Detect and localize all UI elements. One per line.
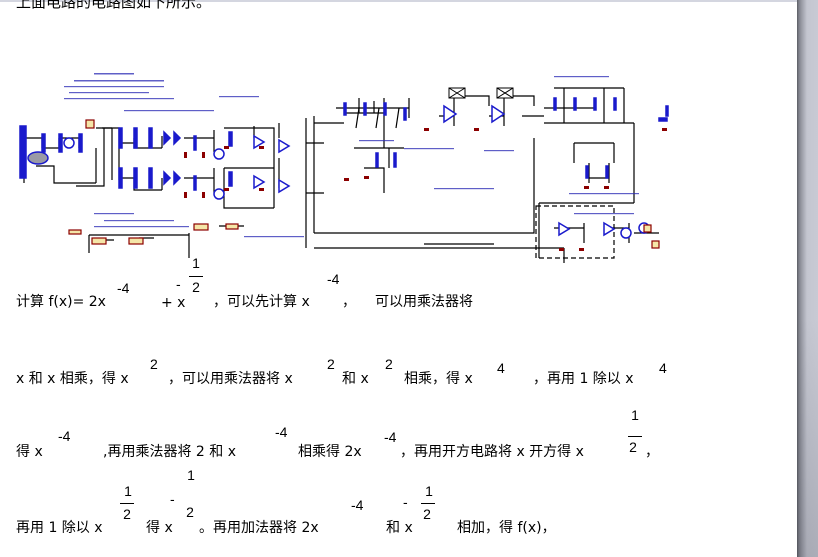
line4-frac2-numerator: 1 <box>187 467 195 483</box>
line1-plus-x: + x <box>161 295 186 311</box>
line3-part5: ， <box>645 444 659 460</box>
page-gutter-edge <box>797 0 818 557</box>
circuit-schematic-figure <box>19 73 669 263</box>
page-top-edge <box>0 0 818 2</box>
line4-part2: 得 x <box>146 520 173 536</box>
line4-exponent-1: -4 <box>351 497 364 513</box>
line3-frac-numerator: 1 <box>631 407 639 423</box>
line4-neg-sign-2: - <box>403 494 408 510</box>
line4-part5: 相加，得 f(x)， <box>457 520 556 536</box>
line4-part3: 。再用加法器将 2x <box>199 520 319 536</box>
line1-frac-numerator: 1 <box>192 255 200 271</box>
lamp-component <box>27 151 49 165</box>
line2-exponent-4: 4 <box>497 360 505 376</box>
line1-suffix: 可以用乘法器将 <box>375 294 473 310</box>
line4-part4: 和 x <box>386 520 413 536</box>
line2-exponent-1: 2 <box>150 356 158 372</box>
line4-frac1-bar <box>120 503 134 504</box>
line3-exponent-2: -4 <box>275 424 288 440</box>
line1-prefix: 计算 f(x)= 2x <box>16 294 106 310</box>
line2-exponent-3: 2 <box>385 356 393 372</box>
line3-exponent-3: -4 <box>384 429 397 445</box>
schematic-multipliers <box>448 87 514 99</box>
line3-part2: ,再用乘法器将 2 和 x <box>103 444 236 460</box>
line4-frac2-denominator: 2 <box>186 504 194 520</box>
line1-frac-denominator: 2 <box>192 279 200 295</box>
line4-neg-sign: - <box>170 491 175 507</box>
intro-line: 上面电路的电路图如下所示。 <box>16 0 212 11</box>
output-terminal-1 <box>643 224 652 233</box>
line2-part4: 相乘，得 x <box>404 371 473 387</box>
line3-part3: 相乘得 2x <box>298 444 362 460</box>
line1-frac-bar <box>189 276 203 277</box>
line1-mid: ，可以先计算 x <box>213 294 310 310</box>
line3-frac-bar <box>628 436 642 437</box>
line2-exponent-2: 2 <box>327 356 335 372</box>
schematic-wires <box>23 87 659 263</box>
line3-part4: ，再用开方电路将 x 开方得 x <box>400 444 584 460</box>
output-terminal-2 <box>651 240 660 249</box>
line3-exponent-1: -4 <box>58 428 71 444</box>
line2-part1: x 和 x 相乘，得 x <box>16 371 129 387</box>
line1-neg-sign: - <box>176 276 181 292</box>
line2-part3: 和 x <box>342 371 369 387</box>
line2-part2: ，可以用乘法器将 x <box>168 371 293 387</box>
transformer-coil-left <box>19 125 27 179</box>
source-symbol <box>63 137 75 149</box>
line4-part1: 再用 1 除以 x <box>16 520 103 536</box>
document-page: 上面电路的电路图如下所示。 <box>0 0 818 536</box>
line4-frac3-numerator: 1 <box>425 483 433 499</box>
line4-frac1-denominator: 2 <box>123 506 131 522</box>
line4-frac3-denominator: 2 <box>423 506 431 522</box>
line1-exponent-2: -4 <box>327 271 340 287</box>
schematic-components-blue <box>19 97 669 239</box>
schematic-grounds <box>184 128 667 251</box>
line4-frac1-numerator: 1 <box>124 483 132 499</box>
diode-bridge <box>163 130 182 186</box>
line1-comma: ， <box>342 294 356 310</box>
line2-exponent-5: 4 <box>659 360 667 376</box>
line3-part1: 得 x <box>16 444 43 460</box>
op-amp-symbols <box>253 134 291 194</box>
schematic-labels-texture <box>64 73 639 238</box>
input-terminal <box>85 119 95 129</box>
line1-exponent-1: -4 <box>117 280 130 296</box>
schematic-terminal-boxes <box>68 119 660 249</box>
line4-frac3-bar <box>421 503 435 504</box>
line3-frac-denominator: 2 <box>629 439 637 455</box>
line2-part5: ，再用 1 除以 x <box>533 371 634 387</box>
